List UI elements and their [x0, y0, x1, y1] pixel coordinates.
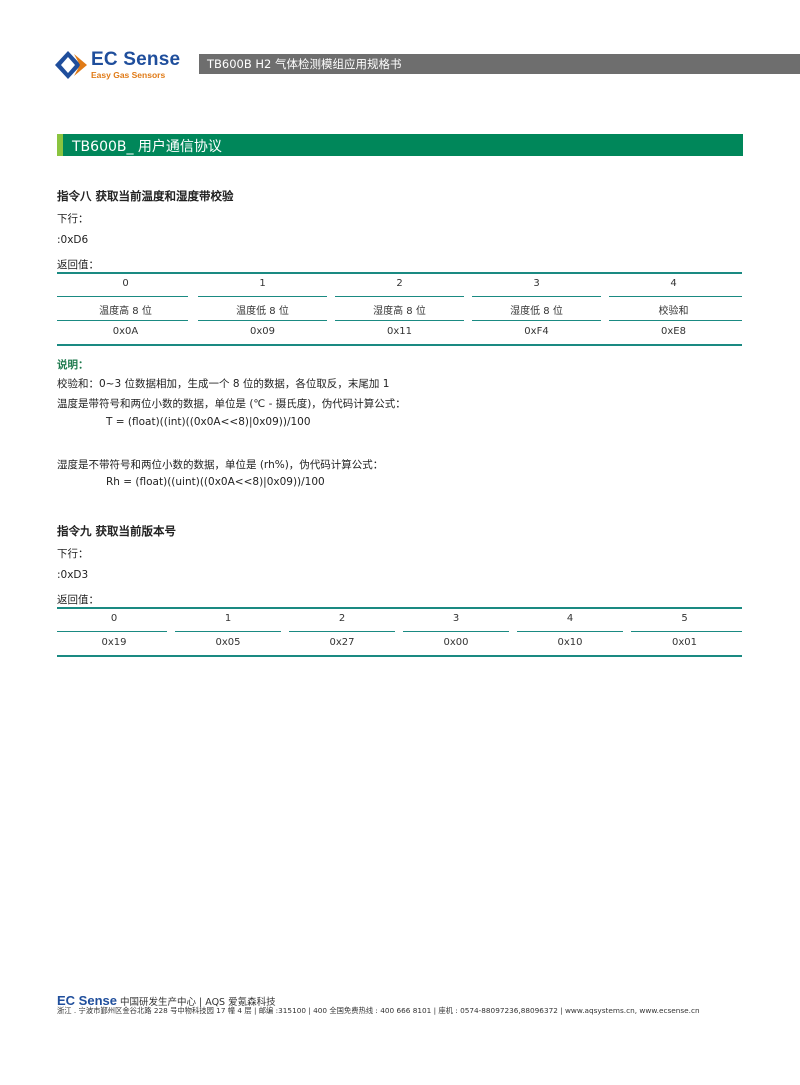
cmd9-down-value: :0xD3	[57, 569, 89, 581]
cmd9-return-label: 返回值：	[57, 594, 99, 606]
table-top-rule	[57, 272, 742, 274]
table-rule	[57, 296, 188, 297]
cmd8-value-0: 0x0A	[112, 326, 139, 337]
cmd8-table: 0 1 2 3 4 温度高 8 位 温度低 8 位 湿度高 8 位 湿度低 8 …	[57, 272, 742, 347]
table-bottom-rule	[57, 344, 742, 346]
table-rule	[609, 320, 742, 321]
table-rule	[631, 631, 742, 632]
humidity-note: 湿度是不带符号和两位小数的数据，单位是 (rh%)，伪代码计算公式：	[57, 459, 384, 471]
cmd8-down-label: 下行：	[57, 213, 89, 225]
banner-accent	[57, 134, 63, 156]
cmd8-header-1: 1	[259, 278, 266, 289]
footer-company-line: EC Sense 中国研发生产中心 | AQS 爱氪森科技	[57, 990, 276, 1009]
cmd8-name-2: 湿度高 8 位	[373, 306, 426, 317]
cmd9-title: 指令九 获取当前版本号	[57, 524, 177, 538]
cmd9-value-3: 0x00	[443, 637, 469, 648]
cmd8-name-1: 温度低 8 位	[236, 306, 289, 317]
document-title-bar: TB600B H2 气体检测模组应用规格书	[199, 54, 800, 74]
cmd8-down-value: :0xD6	[57, 234, 89, 246]
cmd9-header-3: 3	[452, 613, 460, 624]
table-rule	[289, 631, 395, 632]
cmd8-header-2: 2	[396, 278, 403, 289]
table-bottom-rule	[57, 655, 742, 657]
footer-brand: EC Sense	[57, 993, 117, 1008]
table-top-rule	[57, 607, 742, 609]
table-rule	[335, 320, 464, 321]
logo-text: EC Sense	[91, 49, 181, 70]
cmd8-return-label: 返回值：	[57, 259, 99, 271]
table-rule	[335, 296, 464, 297]
cmd9-header-2: 2	[338, 613, 346, 624]
cmd9-value-0: 0x19	[101, 637, 127, 648]
ec-sense-logo: EC Sense Easy Gas Sensors	[54, 48, 194, 82]
table-rule	[175, 631, 281, 632]
section-title: TB600B_ 用户通信协议	[72, 139, 222, 155]
table-rule	[198, 320, 327, 321]
cmd9-header-4: 4	[566, 613, 574, 624]
table-rule	[472, 296, 601, 297]
cmd8-value-2: 0x11	[386, 326, 412, 337]
section-banner: TB600B_ 用户通信协议	[57, 134, 743, 156]
cmd8-header-3: 3	[533, 278, 540, 289]
cmd8-value-1: 0x09	[249, 326, 275, 337]
temperature-note: 温度是带符号和两位小数的数据，单位是 (℃ - 摄氏度)，伪代码计算公式：	[57, 398, 406, 410]
table-rule	[517, 631, 623, 632]
footer-center-name: 中国研发生产中心 | AQS 爱氪森科技	[116, 997, 276, 1008]
cmd9-header-1: 1	[224, 613, 232, 624]
table-rule	[57, 631, 167, 632]
table-rule	[198, 296, 327, 297]
table-rule	[609, 296, 742, 297]
temperature-formula: T = (float)((int)((0x0A<<8)|0x09))/100	[106, 416, 311, 428]
logo-tagline: Easy Gas Sensors	[91, 70, 166, 80]
cmd9-header-5: 5	[681, 613, 688, 624]
cmd9-value-5: 0x01	[671, 637, 697, 648]
document-title: TB600B H2 气体检测模组应用规格书	[207, 57, 402, 71]
footer-address: 浙江 . 宁波市鄞州区金谷北路 228 号中物科技园 17 幢 4 层 | 邮编…	[57, 1006, 700, 1015]
cmd9-value-1: 0x05	[215, 637, 241, 648]
cmd9-value-2: 0x27	[329, 637, 355, 648]
cmd8-name-3: 湿度低 8 位	[510, 306, 563, 317]
table-rule	[403, 631, 509, 632]
cmd9-value-4: 0x10	[557, 637, 583, 648]
cmd8-title: 指令八 获取当前温度和湿度带校验	[57, 189, 234, 203]
table-rule	[472, 320, 601, 321]
cmd9-table: 0 1 2 3 4 5 0x19 0x05 0x27 0x00 0x10 0x0…	[57, 607, 742, 657]
cmd9-header-0: 0	[110, 613, 118, 624]
cmd8-header-4: 4	[670, 278, 677, 289]
cmd9-down-label: 下行：	[57, 548, 89, 560]
cmd8-name-0: 温度高 8 位	[99, 306, 152, 317]
cmd8-name-4: 校验和	[658, 306, 689, 317]
diamond-logo-icon	[55, 51, 87, 79]
checksum-note: 校验和：0~3 位数据相加，生成一个 8 位的数据，各位取反，末尾加 1	[57, 378, 390, 390]
cmd8-header-0: 0	[122, 278, 129, 289]
humidity-formula: Rh = (float)((uint)((0x0A<<8)|0x09))/100	[106, 476, 325, 488]
cmd8-value-3: 0xF4	[524, 326, 549, 337]
cmd8-value-4: 0xE8	[661, 326, 686, 337]
notes-title: 说明：	[57, 359, 89, 371]
table-rule	[57, 320, 188, 321]
